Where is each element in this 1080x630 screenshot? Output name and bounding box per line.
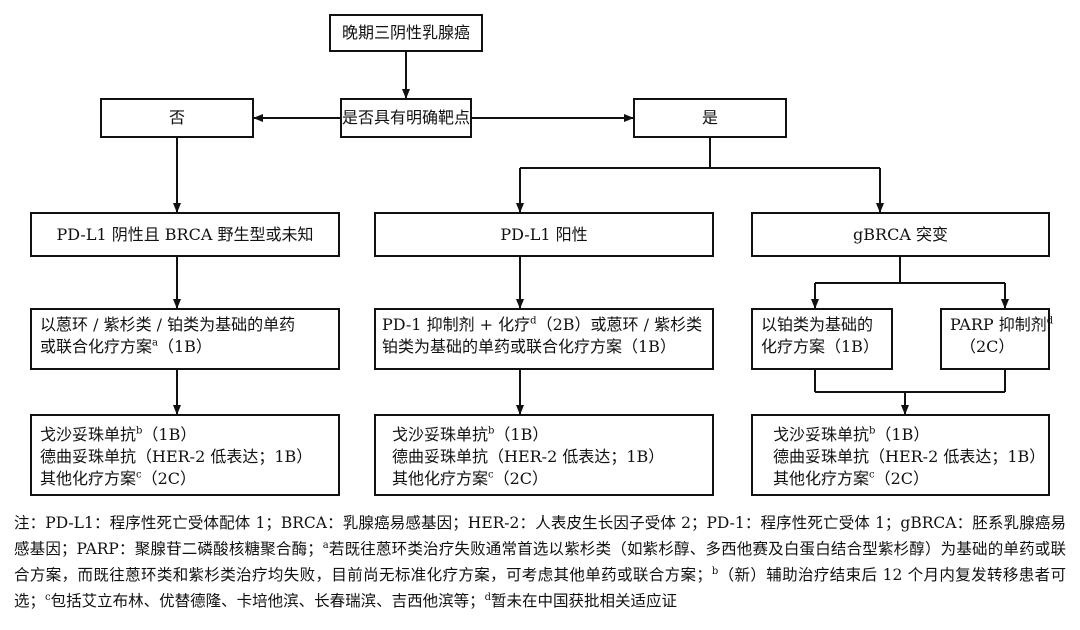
node-b1-line2: 铂类为基础的单药或联合化疗方案（1B） bbox=[382, 337, 676, 356]
node-root: 晚期三阴性乳腺癌 bbox=[329, 14, 483, 52]
final-a-line2: 德曲妥珠单抗（HER-2 低表达；1B） bbox=[40, 447, 313, 466]
footnote-mark-d: d bbox=[530, 315, 537, 327]
node-c2-line2: （2C） bbox=[960, 337, 1015, 356]
connectors bbox=[173, 52, 1009, 415]
footnote-mark-a: a bbox=[152, 337, 158, 349]
final-a-line3: 其他化疗方案c（2C） bbox=[40, 469, 197, 488]
node-branch-a-text: PD-L1 阴性且 BRCA 野生型或未知 bbox=[56, 224, 314, 244]
node-branch-c: gBRCA 突变 bbox=[751, 212, 1050, 257]
node-branch-b: PD-L1 阳性 bbox=[374, 212, 714, 257]
node-a1-line1: 以蒽环 / 紫杉类 / 铂类为基础的单药 bbox=[40, 315, 296, 334]
node-branch-b-text: PD-L1 阳性 bbox=[500, 224, 588, 244]
final-b-line1: 戈沙妥珠单抗b（1B） bbox=[392, 425, 549, 444]
node-c2-line1: PARP 抑制剂d bbox=[950, 315, 1054, 334]
node-yes-text: 是 bbox=[701, 108, 718, 127]
node-c2: PARP 抑制剂d （2C） bbox=[940, 308, 1054, 370]
final-c-line2: 德曲妥珠单抗（HER-2 低表达；1B） bbox=[773, 447, 1046, 466]
node-no: 否 bbox=[100, 98, 254, 138]
node-yes: 是 bbox=[633, 98, 787, 138]
node-final-b: 戈沙妥珠单抗b（1B） 德曲妥珠单抗（HER-2 低表达；1B） 其他化疗方案c… bbox=[374, 414, 714, 496]
footnote-mark-d2: d bbox=[1046, 315, 1054, 327]
node-c1-line1: 以铂类为基础的 bbox=[761, 315, 874, 334]
node-branch-c-text: gBRCA 突变 bbox=[853, 224, 948, 244]
node-question-text: 是否具有明确靶点 bbox=[342, 108, 471, 127]
node-b1: PD-1 抑制剂 + 化疗d（2B）或蒽环 / 紫杉类 铂类为基础的单药或联合化… bbox=[374, 308, 714, 370]
node-root-text: 晚期三阴性乳腺癌 bbox=[341, 23, 470, 42]
node-a1: 以蒽环 / 紫杉类 / 铂类为基础的单药 或联合化疗方案a（1B） bbox=[30, 308, 340, 370]
node-a1-line2: 或联合化疗方案a（1B） bbox=[40, 337, 212, 356]
final-b-line2: 德曲妥珠单抗（HER-2 低表达；1B） bbox=[392, 447, 665, 466]
node-final-c: 戈沙妥珠单抗b（1B） 德曲妥珠单抗（HER-2 低表达；1B） 其他化疗方案c… bbox=[751, 414, 1050, 496]
node-c1-line2: 化疗方案（1B） bbox=[761, 337, 879, 356]
node-branch-a: PD-L1 阴性且 BRCA 野生型或未知 bbox=[30, 212, 340, 257]
node-final-a: 戈沙妥珠单抗b（1B） 德曲妥珠单抗（HER-2 低表达；1B） 其他化疗方案c… bbox=[30, 414, 340, 496]
node-b1-line1: PD-1 抑制剂 + 化疗d（2B）或蒽环 / 紫杉类 bbox=[382, 315, 703, 334]
flowchart: 晚期三阴性乳腺癌 是否具有明确靶点 否 是 PD-L1 阴性且 BRCA 野生型… bbox=[30, 14, 1054, 496]
final-c-line1: 戈沙妥珠单抗b（1B） bbox=[773, 425, 930, 444]
node-no-text: 否 bbox=[168, 108, 185, 127]
final-a-line1: 戈沙妥珠单抗b（1B） bbox=[40, 425, 197, 444]
node-question: 是否具有明确靶点 bbox=[340, 98, 472, 138]
final-c-line3: 其他化疗方案c（2C） bbox=[773, 469, 930, 488]
final-b-line3: 其他化疗方案c（2C） bbox=[392, 469, 549, 488]
node-c1: 以铂类为基础的 化疗方案（1B） bbox=[751, 308, 893, 370]
footnote: 注：PD-L1：程序性死亡受体配体 1；BRCA：乳腺癌易感基因；HER-2：人… bbox=[14, 514, 1066, 610]
